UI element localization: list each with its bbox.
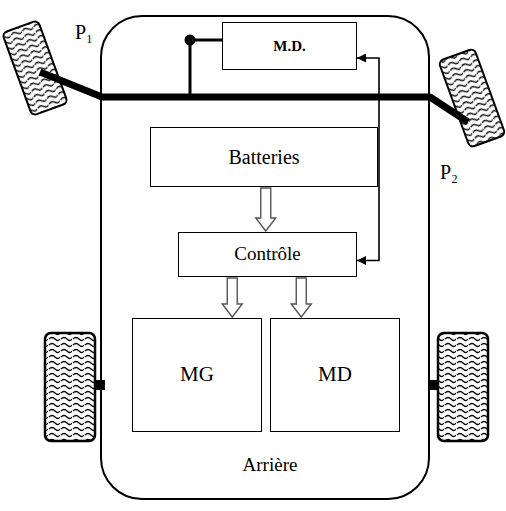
box-label: MD [318, 363, 352, 386]
rear-wheel-left [45, 333, 95, 441]
motor-box: MD [270, 318, 400, 432]
box-label: Contrôle [234, 244, 301, 265]
box-label: M.D. [273, 38, 306, 55]
rear-wheel-right [438, 333, 488, 441]
vehicle-body: Arrière M.D. BatteriesContrôleMG MD [100, 15, 430, 500]
front-wheel-left [2, 20, 68, 116]
steering-pivot [185, 35, 196, 46]
power-arrow [222, 278, 242, 317]
power-arrow [291, 278, 311, 317]
control-box: Contrôle [178, 232, 357, 277]
power-arrow [256, 188, 276, 231]
front-wheel-right [438, 48, 505, 147]
wheel-label: P₁ [75, 22, 93, 42]
steering-link [190, 40, 222, 97]
motor-box: MG [132, 318, 262, 432]
region-label: Arrière [102, 455, 428, 476]
box-label: Batteries [228, 146, 299, 168]
front-axle [40, 72, 468, 122]
wheel-label: P₂ [440, 162, 458, 182]
steering-motor-box: M.D. [222, 22, 357, 70]
box-label: MG [180, 363, 214, 386]
battery-box: Batteries [150, 127, 378, 187]
